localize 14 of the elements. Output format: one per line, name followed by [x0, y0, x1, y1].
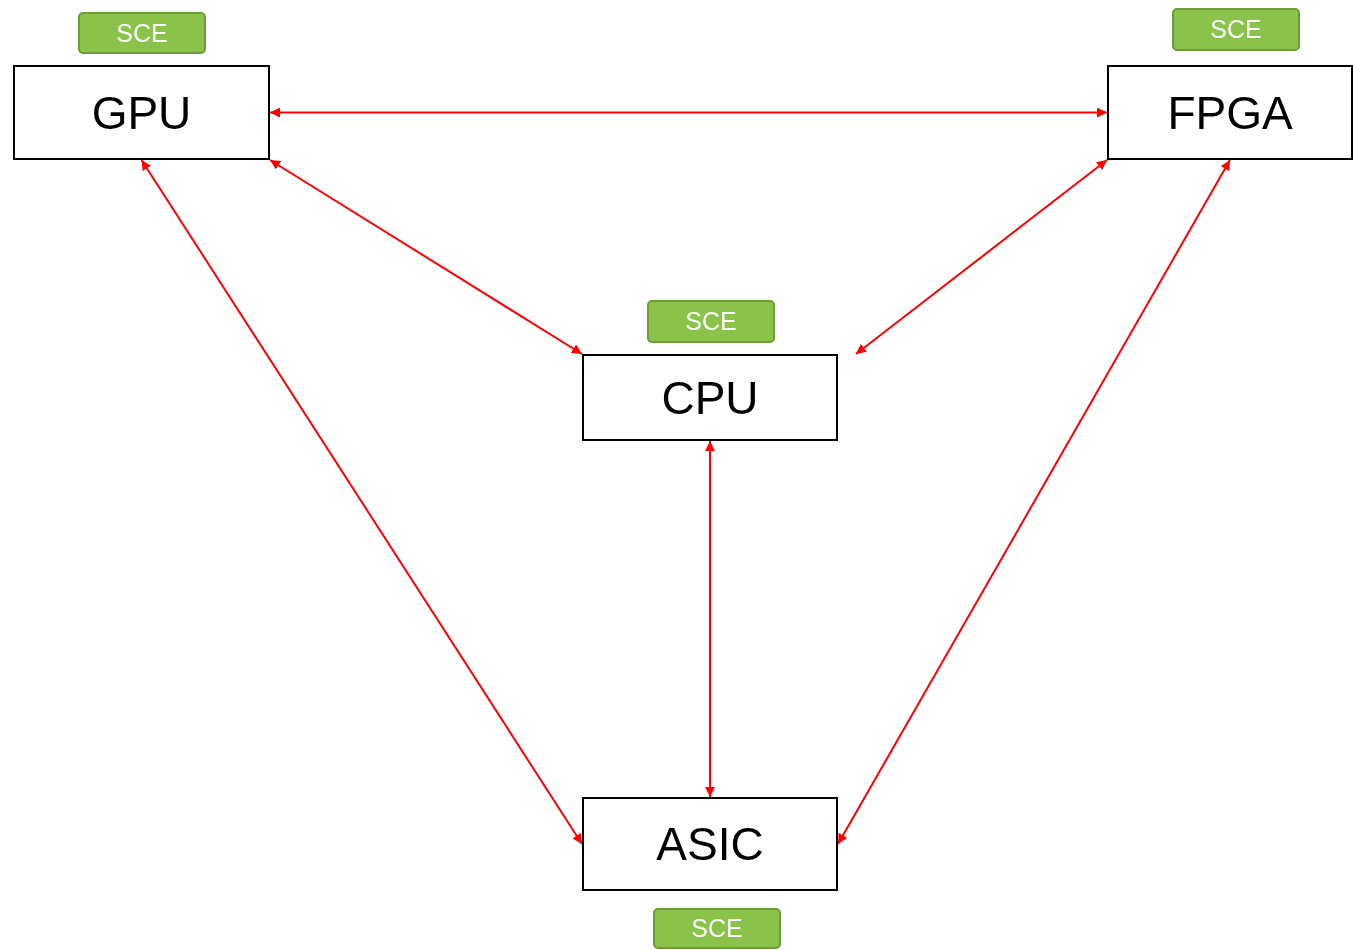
double-arrow — [705, 440, 715, 798]
component-box: GPU — [13, 65, 270, 160]
component-box: CPU — [582, 354, 838, 441]
double-arrow — [855, 159, 1108, 355]
tag-label: SCE — [78, 12, 206, 54]
double-arrow — [269, 107, 1108, 118]
tag-label: SCE — [653, 908, 781, 949]
double-arrow — [140, 159, 583, 845]
double-arrow — [269, 159, 583, 355]
component-box: FPGA — [1107, 65, 1353, 160]
tag-label: SCE — [647, 300, 775, 343]
double-arrow — [837, 159, 1231, 845]
component-box: ASIC — [582, 797, 838, 891]
tag-label: SCE — [1172, 8, 1300, 51]
